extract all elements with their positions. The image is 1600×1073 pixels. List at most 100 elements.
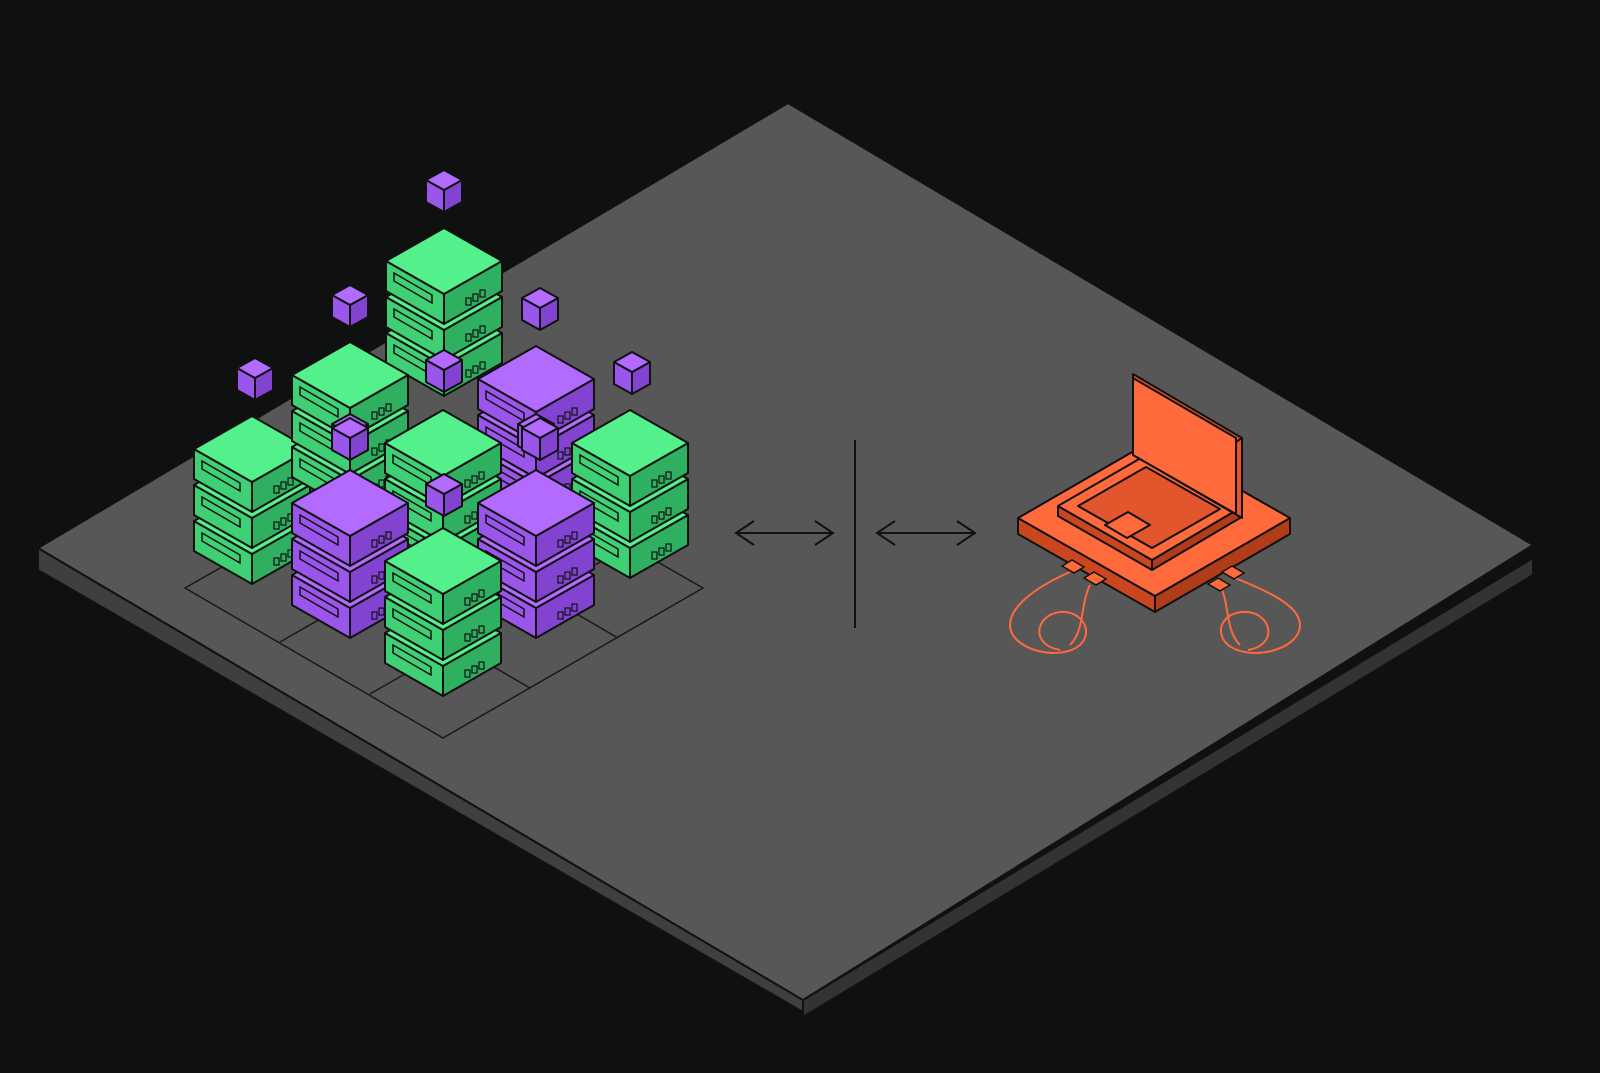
cube-top [236,357,274,379]
cube-top [425,349,463,371]
server-cluster [193,169,689,697]
server-led [665,543,672,552]
server-led [564,571,571,580]
server-led [280,517,287,526]
server-led [557,539,564,548]
server-unit-top [291,469,409,537]
server-led [465,369,472,378]
platform-side-right [802,556,1534,1019]
cube-icon [521,417,559,461]
server-led [465,297,472,306]
server-led [378,443,385,452]
server-led [564,411,571,420]
cube-top [521,287,559,309]
server-unit-top [571,409,689,477]
laptop-touchpad [1104,511,1151,539]
server-led [471,475,478,484]
server-led [651,515,658,524]
server-led [557,451,564,460]
server-unit-top [477,345,595,413]
server-led [464,669,471,678]
server-led [371,411,378,420]
server-unit-top [291,341,409,409]
cube-icon [331,417,369,461]
server-led [371,575,378,584]
cube-top [425,473,463,495]
server-slot [201,495,241,529]
server-slot [485,425,525,459]
server-led [557,611,564,620]
server-led [658,511,665,520]
server-led [464,633,471,642]
server-led [571,407,578,416]
server-slot [299,385,339,419]
server-led [557,575,564,584]
server-led [471,629,478,638]
server-slot [393,271,433,305]
laptop-screen [1132,377,1237,515]
server-rack-icon [385,227,503,397]
cube-icon [425,349,463,393]
server-led [651,479,658,488]
server-led [571,531,578,540]
server-slot [299,549,339,583]
cable-connectors [1060,559,1246,592]
cube-icon [613,351,651,395]
server-unit-top [384,527,502,595]
server-slot [201,459,241,493]
cube-top [613,351,651,373]
server-led [571,603,578,612]
server-led [371,539,378,548]
server-slot [299,585,339,619]
server-led [472,365,479,374]
cube-top [425,169,463,191]
cube-top [331,417,369,439]
server-led [658,547,665,556]
server-led [564,607,571,616]
server-led [273,557,280,566]
double-arrow-icon [875,520,977,546]
server-slot [299,513,339,547]
server-led [471,593,478,602]
server-led [564,447,571,456]
server-led [273,521,280,530]
server-led [378,407,385,416]
server-led [571,567,578,576]
server-slot [392,607,432,641]
server-unit-top [477,469,595,537]
server-slot [392,643,432,677]
usb-cable-icon [1008,571,1302,654]
server-slot [201,531,241,565]
server-led [280,553,287,562]
server-led [479,361,486,370]
server-led [371,447,378,456]
server-led [287,477,294,486]
cube-top [521,417,559,439]
server-unit-top [385,227,503,295]
cube-icon [331,284,369,328]
server-led [665,471,672,480]
server-led [479,289,486,298]
cube-icon [521,287,559,331]
cube-icon [425,473,463,517]
server-led [280,481,287,490]
server-led [472,329,479,338]
server-led [478,625,485,634]
connection-indicator [734,440,977,628]
server-led [557,415,564,424]
server-led [464,479,471,488]
server-slot [579,453,619,487]
server-led [479,325,486,334]
server-led [471,665,478,674]
server-led [658,475,665,484]
cube-icon [425,169,463,213]
server-led [564,535,571,544]
server-led [378,571,385,580]
server-rack-icon [384,527,502,697]
server-led [273,485,280,494]
server-slot [392,571,432,605]
server-led [478,589,485,598]
server-led [378,535,385,544]
server-led [371,611,378,620]
